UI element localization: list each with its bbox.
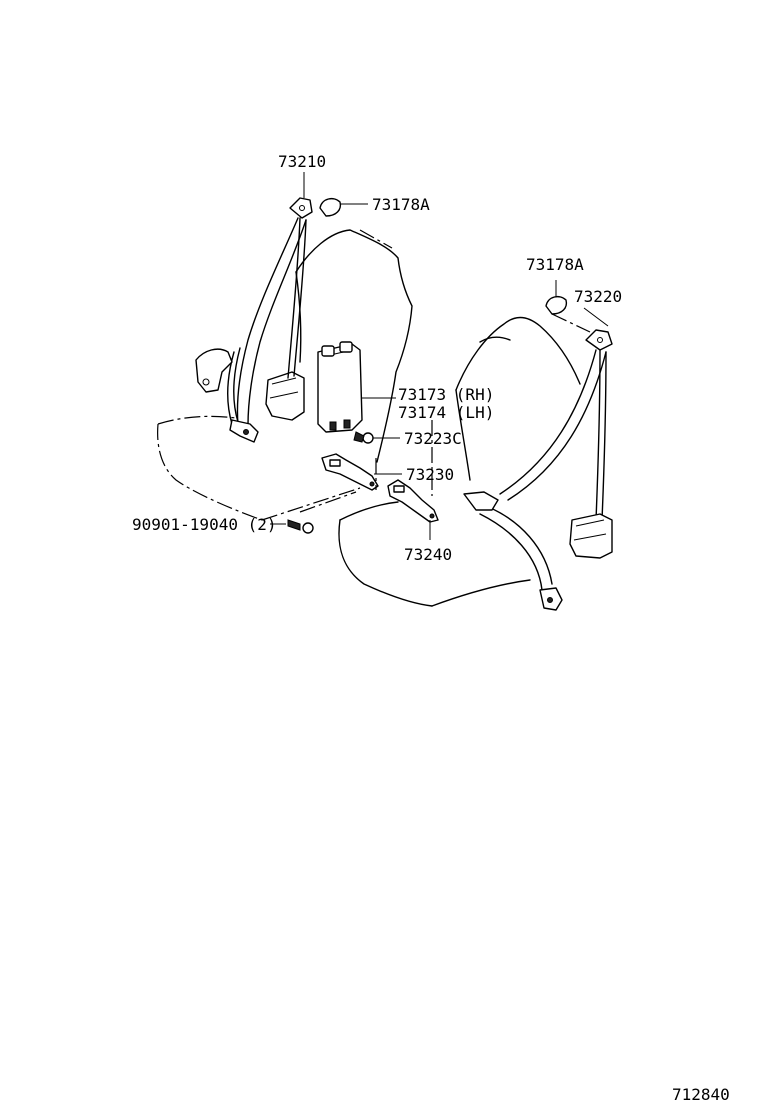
buckle-73240 xyxy=(387,479,439,523)
left-seat xyxy=(157,229,413,521)
label-73210: 73210 xyxy=(278,152,326,171)
bolt-90901-19040 xyxy=(287,519,314,534)
label-73178a-left: 73178A xyxy=(372,195,430,214)
label-73178a-right: 73178A xyxy=(526,255,584,274)
label-73230: 73230 xyxy=(406,465,454,484)
label-73173-rh: 73173 (RH) xyxy=(398,385,494,404)
label-73174-lh: 73174 (LH) xyxy=(398,403,494,422)
screw-73223c xyxy=(353,431,374,444)
front-right-seat-belt xyxy=(463,329,613,611)
diagram-number: 712840 xyxy=(672,1085,730,1104)
right-cover-73178a xyxy=(545,295,568,315)
front-left-seat-belt xyxy=(195,197,313,443)
label-73220: 73220 xyxy=(574,287,622,306)
left-cover-73178a xyxy=(319,197,342,217)
buckle-73230 xyxy=(321,453,379,491)
label-73223c: 73223C xyxy=(404,429,462,448)
label-73240: 73240 xyxy=(404,545,452,564)
right-seat xyxy=(338,316,581,607)
emergency-locking-retractor xyxy=(317,341,363,433)
label-90901-19040: 90901-19040 (2) xyxy=(132,515,277,534)
